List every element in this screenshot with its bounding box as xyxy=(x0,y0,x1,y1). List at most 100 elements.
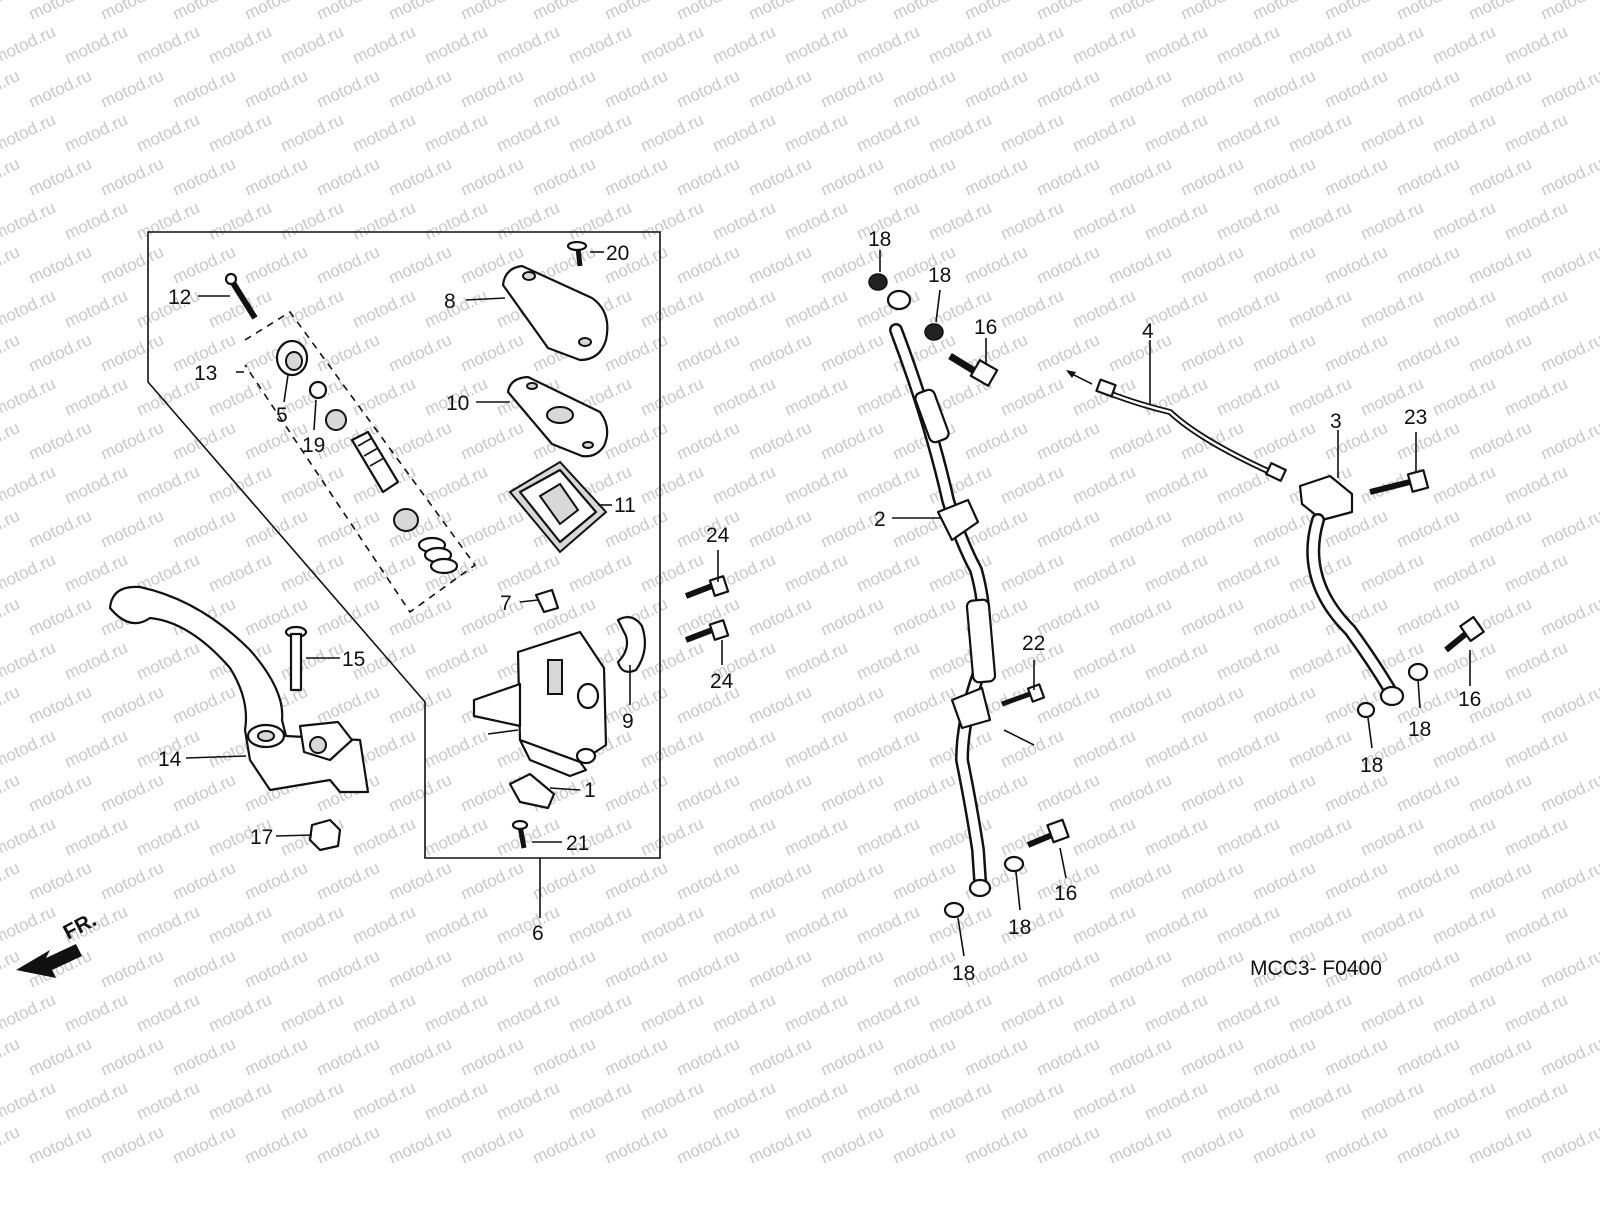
watermark-text: motod.ru xyxy=(278,198,347,244)
watermark-text: motod.ru xyxy=(134,374,203,420)
watermark-text: motod.ru xyxy=(1106,682,1175,728)
joint-mounting-bolt xyxy=(1369,469,1430,495)
watermark-text: motod.ru xyxy=(458,154,527,200)
callout-19: 19 xyxy=(302,434,325,457)
watermark-text: motod.ru xyxy=(0,22,58,68)
watermark-text: motod.ru xyxy=(134,22,203,68)
watermark-text: motod.ru xyxy=(530,1122,599,1168)
watermark-text: motod.ru xyxy=(1466,242,1535,288)
hose-clamp-bolt xyxy=(1001,683,1046,707)
callout-15: 15 xyxy=(342,648,365,671)
watermark-text: motod.ru xyxy=(134,814,203,860)
watermark-text: motod.ru xyxy=(962,66,1031,112)
watermark-text: motod.ru xyxy=(638,902,707,948)
watermark-text: motod.ru xyxy=(1502,902,1571,948)
watermark-text: motod.ru xyxy=(98,66,167,112)
watermark-text: motod.ru xyxy=(134,198,203,244)
watermark-text: motod.ru xyxy=(62,22,131,68)
watermark-text: motod.ru xyxy=(1106,418,1175,464)
watermark-text: motod.ru xyxy=(1142,814,1211,860)
return-spring xyxy=(417,536,459,575)
watermark-text: motod.ru xyxy=(818,1122,887,1168)
watermark-text: motod.ru xyxy=(350,1078,419,1124)
watermark-text: motod.ru xyxy=(1286,286,1355,332)
watermark-text: motod.ru xyxy=(1538,154,1600,200)
watermark-text: motod.ru xyxy=(242,1034,311,1080)
watermark-text: motod.ru xyxy=(1286,198,1355,244)
watermark-text: motod.ru xyxy=(710,1078,779,1124)
watermark-text: motod.ru xyxy=(998,110,1067,156)
watermark-text: motod.ru xyxy=(494,22,563,68)
watermark-text: motod.ru xyxy=(170,682,239,728)
watermark-text: motod.ru xyxy=(674,66,743,112)
watermark-text: motod.ru xyxy=(1502,550,1571,596)
watermark-text: motod.ru xyxy=(0,858,22,904)
watermark-text: motod.ru xyxy=(134,638,203,684)
watermark-text: motod.ru xyxy=(1430,1078,1499,1124)
front-brake-hose xyxy=(886,289,1035,898)
watermark-text: motod.ru xyxy=(98,946,167,992)
watermark-text: motod.ru xyxy=(170,66,239,112)
watermark-text: motod.ru xyxy=(890,682,959,728)
watermark-text: motod.ru xyxy=(1394,506,1463,552)
watermark-text: motod.ru xyxy=(314,682,383,728)
watermark-text: motod.ru xyxy=(1034,0,1103,24)
watermark-text: motod.ru xyxy=(1358,550,1427,596)
watermark-text: motod.ru xyxy=(782,110,851,156)
watermark-text: motod.ru xyxy=(782,374,851,420)
reservoir-diaphragm xyxy=(508,460,608,554)
watermark-text: motod.ru xyxy=(1394,1034,1463,1080)
watermark-text: motod.ru xyxy=(1430,902,1499,948)
watermark-text: motod.ru xyxy=(530,154,599,200)
watermark-text: motod.ru xyxy=(1502,638,1571,684)
watermark-text: motod.ru xyxy=(134,462,203,508)
watermark-text: motod.ru xyxy=(494,1078,563,1124)
watermark-text: motod.ru xyxy=(782,1078,851,1124)
watermark-text: motod.ru xyxy=(1394,242,1463,288)
watermark-text: motod.ru xyxy=(674,0,743,24)
watermark-text: motod.ru xyxy=(242,946,311,992)
diaphragm-plate xyxy=(506,375,609,458)
watermark-text: motod.ru xyxy=(1286,22,1355,68)
watermark-text: motod.ru xyxy=(602,946,671,992)
watermark-text: motod.ru xyxy=(1142,110,1211,156)
watermark-text: motod.ru xyxy=(998,462,1067,508)
watermark-text: motod.ru xyxy=(602,154,671,200)
watermark-text: motod.ru xyxy=(26,330,95,376)
watermark-text: motod.ru xyxy=(1214,814,1283,860)
watermark-text: motod.ru xyxy=(62,110,131,156)
piston-kit-dashed-boundary xyxy=(244,310,477,614)
watermark-text: motod.ru xyxy=(350,550,419,596)
watermark-text: motod.ru xyxy=(854,110,923,156)
watermark-text: motod.ru xyxy=(0,902,58,948)
watermark-text: motod.ru xyxy=(1034,154,1103,200)
watermark-text: motod.ru xyxy=(1502,990,1571,1036)
watermark-text: motod.ru xyxy=(1178,330,1247,376)
watermark-text: motod.ru xyxy=(818,154,887,200)
watermark-text: motod.ru xyxy=(998,22,1067,68)
watermark-text: motod.ru xyxy=(98,0,167,24)
watermark-text: motod.ru xyxy=(1250,682,1319,728)
watermark-text: motod.ru xyxy=(1214,110,1283,156)
watermark-text: motod.ru xyxy=(350,22,419,68)
watermark-text: motod.ru xyxy=(1070,638,1139,684)
watermark-text: motod.ru xyxy=(494,814,563,860)
watermark-text: motod.ru xyxy=(998,286,1067,332)
watermark-text: motod.ru xyxy=(1214,198,1283,244)
watermark-text: motod.ru xyxy=(0,154,22,200)
watermark-text: motod.ru xyxy=(386,594,455,640)
watermark-text: motod.ru xyxy=(98,418,167,464)
watermark-text: motod.ru xyxy=(926,1078,995,1124)
watermark-text: motod.ru xyxy=(1250,154,1319,200)
watermark-text: motod.ru xyxy=(1250,330,1319,376)
watermark-text: motod.ru xyxy=(98,506,167,552)
watermark-text: motod.ru xyxy=(0,0,22,24)
watermark-text: motod.ru xyxy=(386,1122,455,1168)
watermark-text: motod.ru xyxy=(1538,946,1600,992)
watermark-text: motod.ru xyxy=(962,418,1031,464)
watermark-text: motod.ru xyxy=(1250,858,1319,904)
reservoir-cap xyxy=(501,264,609,362)
dust-boot xyxy=(275,339,309,377)
watermark-text: motod.ru xyxy=(1250,242,1319,288)
watermark-text: motod.ru xyxy=(458,330,527,376)
